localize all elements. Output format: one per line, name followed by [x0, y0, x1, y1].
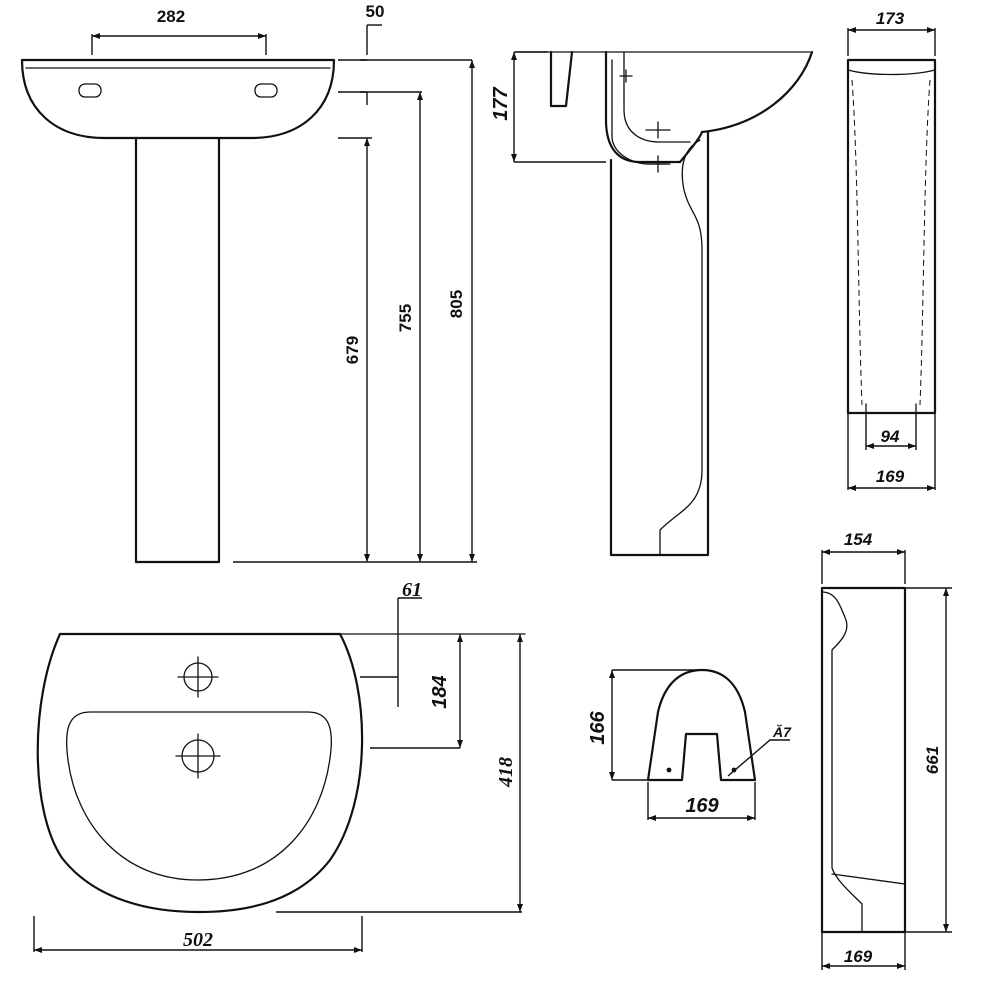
pedestal-side-profile — [821, 591, 863, 933]
section-height-dim-line — [611, 669, 700, 781]
side-depth-dim-line — [513, 51, 606, 163]
hole-diameter-label: Ă7 — [772, 724, 792, 740]
pedestal-front-hidden-right — [919, 79, 931, 406]
side-fixing-crosshairs — [619, 69, 671, 173]
section-width-dim-line — [647, 782, 756, 820]
tap-offset-label: 61 — [402, 579, 422, 601]
section-height-label: 166 — [587, 710, 609, 744]
side-pedestal — [609, 130, 710, 557]
section-fixing-left — [666, 767, 672, 773]
ped-inner-width-label: 94 — [881, 427, 900, 446]
total-depth-dim-line — [276, 634, 522, 913]
section-width-label: 169 — [685, 795, 719, 817]
front-pedestal — [134, 136, 221, 564]
ped-side-height-label: 661 — [923, 746, 942, 774]
tap-offset-dim-line — [360, 597, 422, 707]
ped-bottom-width-dim-line — [847, 413, 936, 490]
pedestal-side-outline — [820, 586, 907, 934]
pedestal-height-label: 679 — [343, 336, 362, 364]
ped-side-bottom-label: 169 — [844, 947, 873, 966]
right-overflow-slot — [254, 83, 278, 98]
total-width-label: 502 — [183, 929, 213, 951]
pedestal-side-view: 154 661 169 — [820, 530, 952, 970]
tap-hole-crosshair — [177, 656, 219, 698]
ped-side-bottom-dim-line — [821, 932, 906, 970]
side-wall-fixing — [549, 50, 574, 108]
ped-side-height-dim-line — [905, 587, 952, 933]
side-basin-bowl — [604, 50, 814, 164]
pedestal-section-view: 166 169 Ă7 — [587, 668, 792, 820]
section-outline — [646, 668, 757, 782]
top-basin-outline — [36, 632, 364, 914]
top-basin-bowl — [65, 711, 333, 881]
total-depth-label: 418 — [495, 757, 517, 788]
waste-hole-crosshair — [175, 733, 221, 779]
side-basin-inner — [623, 51, 691, 143]
top-view: 61 184 418 502 — [33, 579, 526, 952]
front-basin-outline — [20, 58, 336, 140]
ped-top-width-dim-line — [847, 28, 936, 56]
side-view: 177 — [490, 50, 814, 557]
pedestal-front-hidden-left — [851, 79, 863, 406]
hole-rim-dim-line — [370, 634, 461, 749]
ped-side-top-dim-line — [821, 550, 906, 584]
top-offset-label: 50 — [366, 2, 385, 21]
front-view: 282 50 679 755 805 — [20, 2, 477, 564]
ped-top-width-label: 173 — [876, 9, 905, 28]
height-extension-lines — [233, 59, 477, 563]
tap-spacing-dim-line — [91, 34, 267, 55]
side-depth-label: 177 — [490, 86, 512, 120]
dimension-arrowheads — [34, 27, 949, 969]
top-offset-dim-line — [360, 25, 368, 105]
pedestal-side-diagonal — [831, 873, 906, 885]
pedestal-front-view: 173 94 169 — [846, 9, 937, 490]
basin-bottom-height-label: 755 — [396, 304, 415, 332]
total-width-dim-line — [33, 916, 363, 952]
total-height-label: 805 — [447, 290, 466, 318]
side-pedestal-recess — [659, 139, 703, 556]
tap-spacing-label: 282 — [157, 7, 185, 26]
left-overflow-slot — [78, 83, 102, 98]
pedestal-front-feet — [865, 403, 917, 414]
pedestal-front-inner-top — [847, 69, 936, 76]
ped-inner-width-dim-line — [865, 413, 917, 450]
ped-bottom-width-label: 169 — [876, 467, 905, 486]
ped-side-top-label: 154 — [844, 530, 873, 549]
hole-leader-line — [727, 739, 790, 777]
hole-rim-label: 184 — [429, 675, 451, 708]
